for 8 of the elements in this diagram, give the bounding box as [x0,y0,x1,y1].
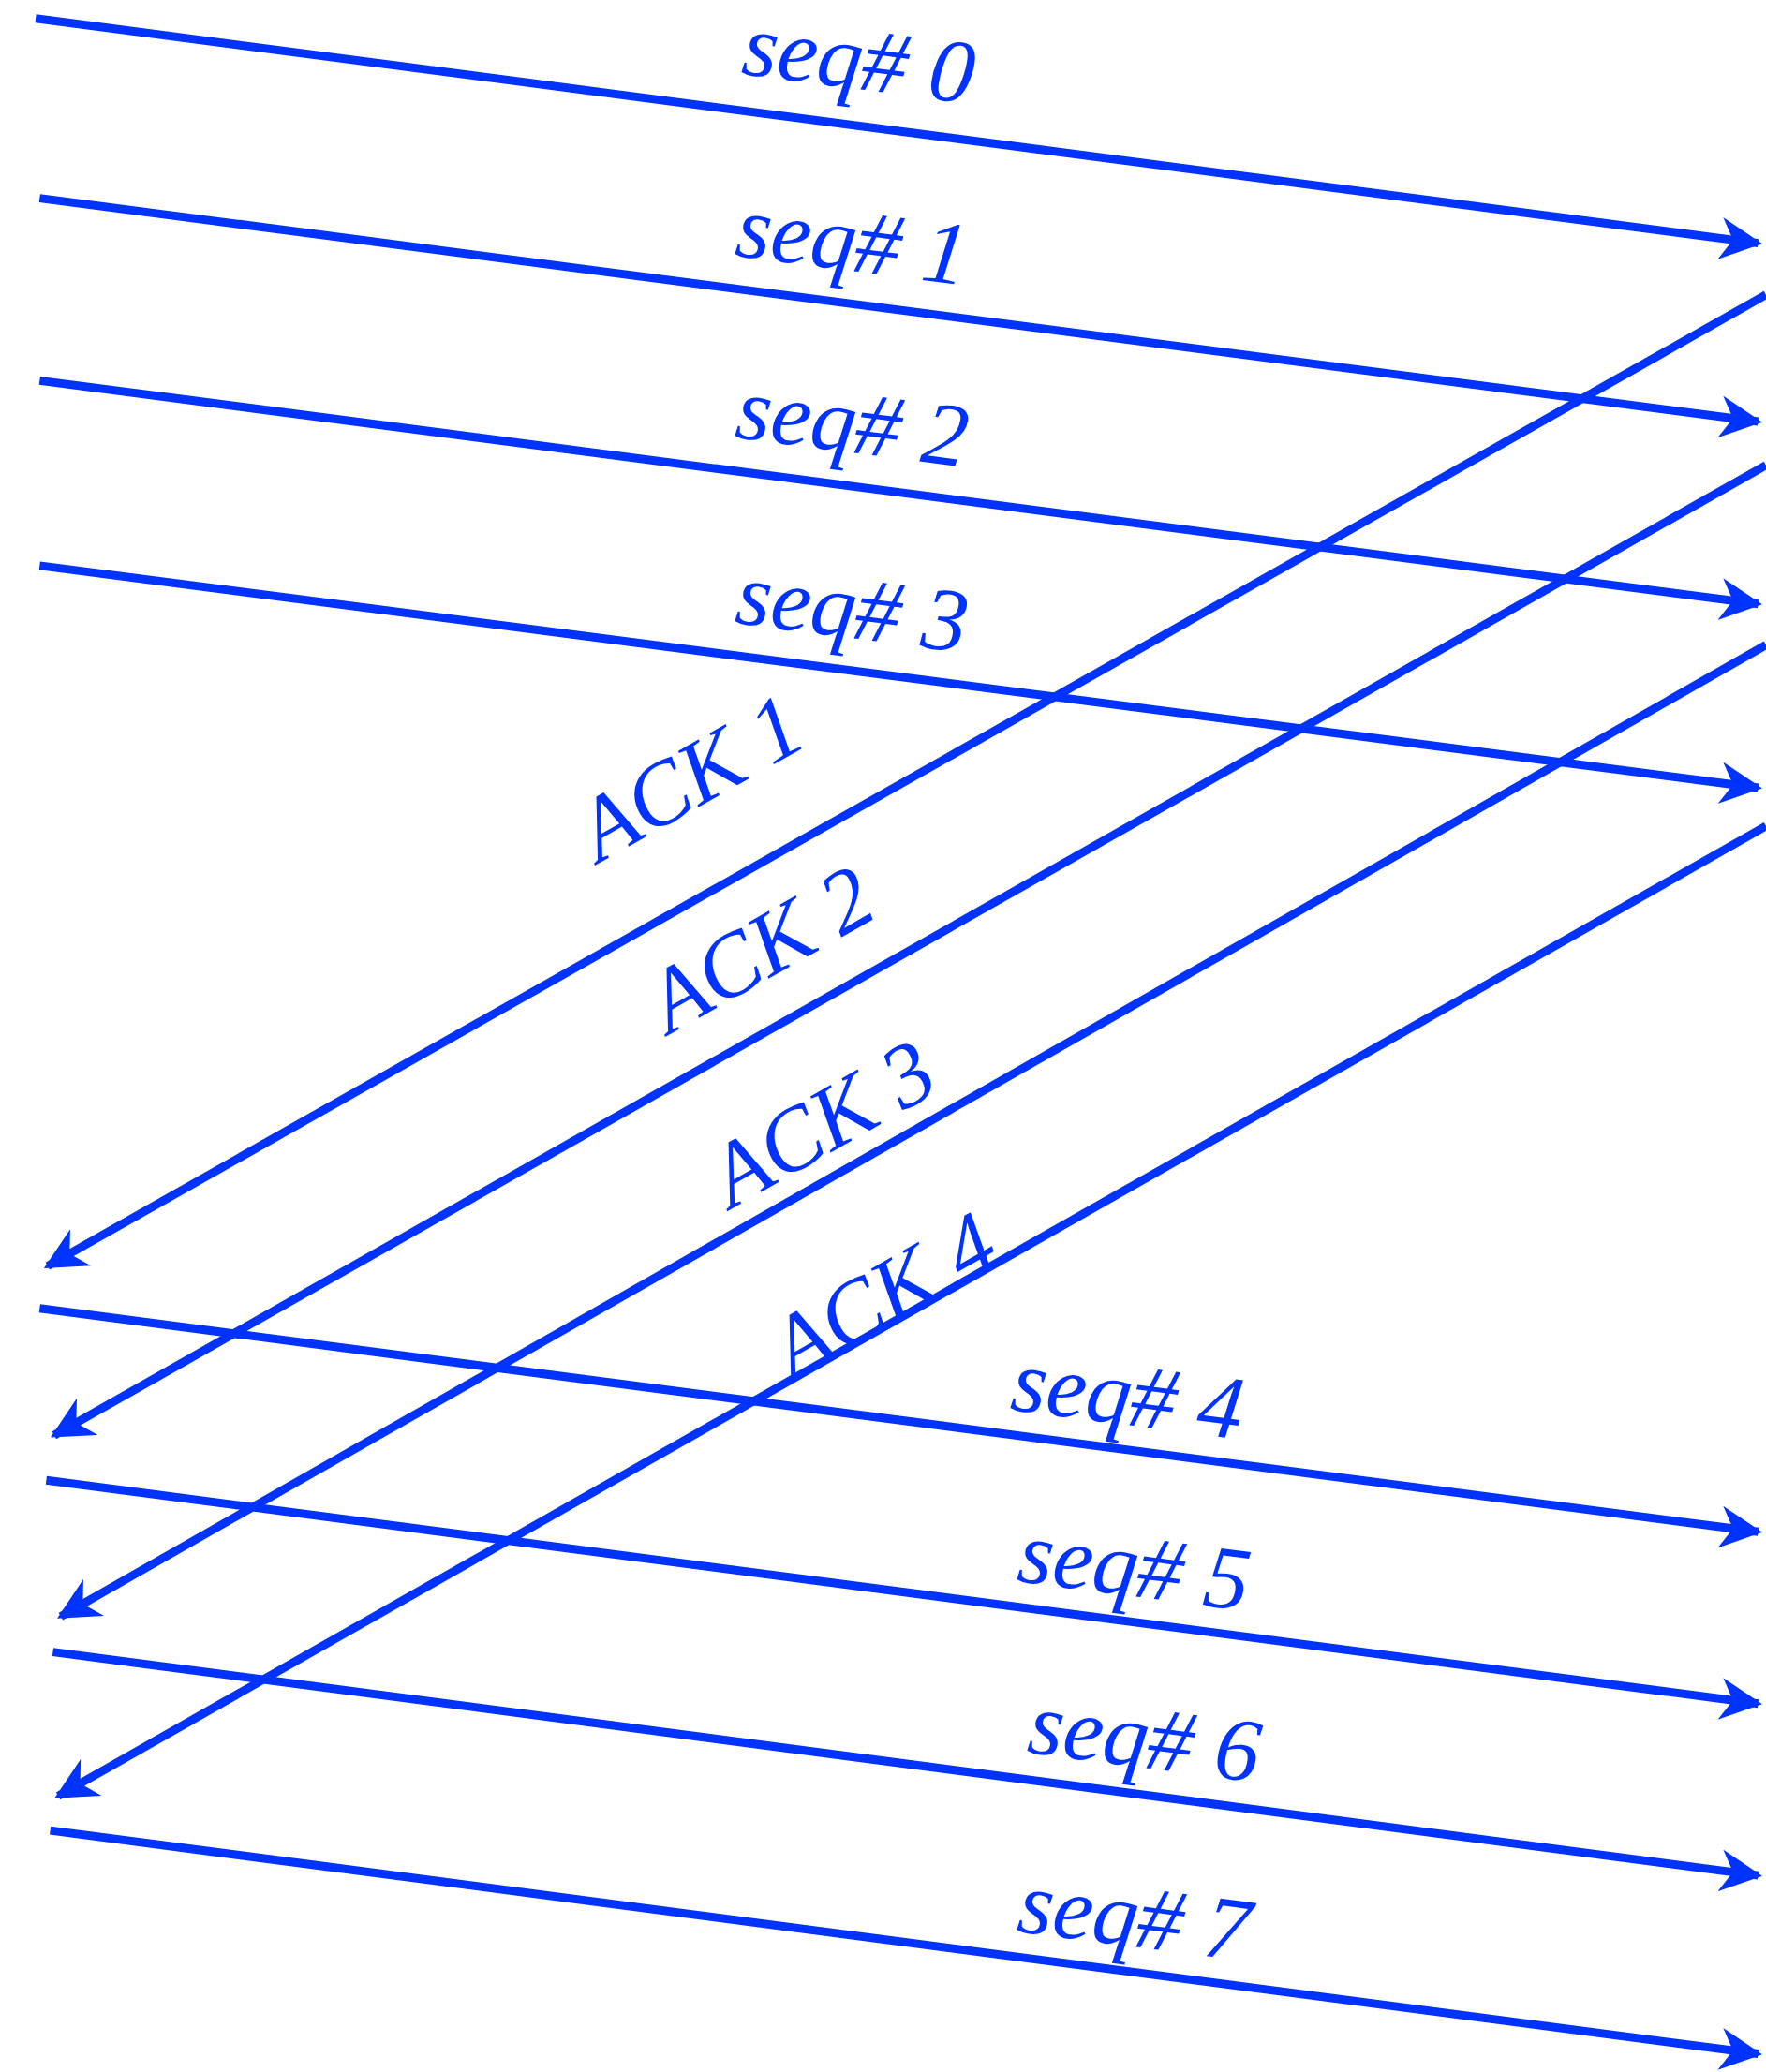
message-label: seq# 7 [1013,1857,1255,1976]
message-label: seq# 3 [731,548,974,668]
message-label: seq# 5 [1013,1506,1255,1626]
message-label: seq# 6 [1023,1678,1266,1798]
message-label: seq# 0 [737,0,981,120]
message-label: seq# 2 [731,363,974,483]
message-label: seq# 4 [1006,1334,1249,1455]
message-label: seq# 1 [731,181,974,301]
